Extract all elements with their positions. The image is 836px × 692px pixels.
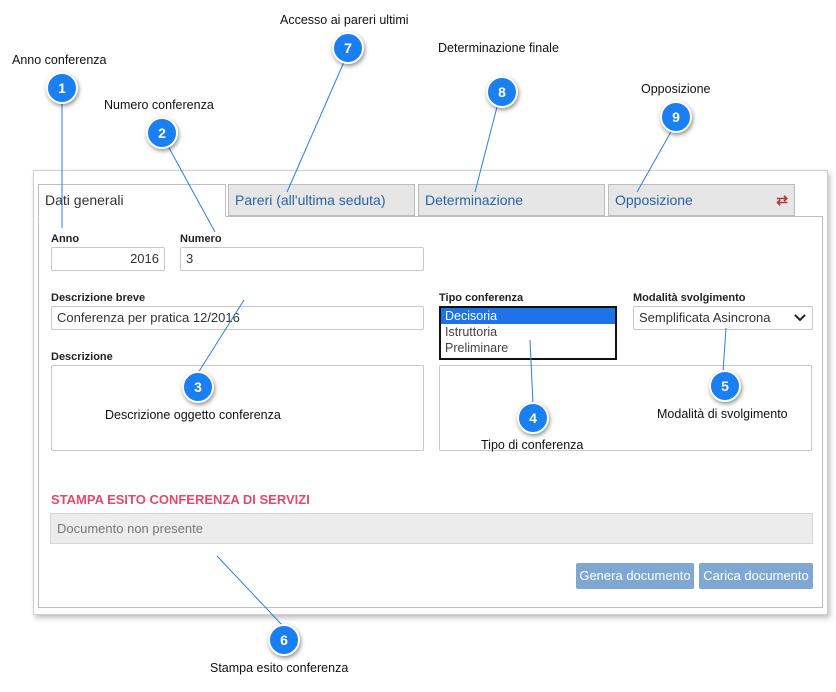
numero-input[interactable]: 3 [180,247,424,271]
callout-label-9: Opposizione [641,82,711,96]
callout-label-8: Determinazione finale [438,41,559,55]
option-decisoria[interactable]: Decisoria [441,308,615,324]
stampa-section-title: STAMPA ESITO CONFERENZA DI SERVIZI [51,492,310,507]
modalita-value: Semplificata Asincrona [639,310,771,325]
callout-badge-2: 2 [146,117,178,149]
callout-badge-8: 8 [486,76,518,108]
carica-documento-button[interactable]: Carica documento [699,563,813,589]
tab-label: Determinazione [425,192,524,208]
option-preliminare[interactable]: Preliminare [445,341,509,355]
callout-label-6: Stampa esito conferenza [210,661,349,675]
secondary-textarea[interactable] [439,365,812,451]
callout-label-4: Tipo di conferenza [481,438,584,452]
callout-label-7: Accesso ai pareri ultimi [280,13,409,27]
descrizione-breve-input[interactable]: Conferenza per pratica 12/2016 [51,306,424,330]
tipo-conferenza-label: Tipo conferenza [439,292,524,304]
callout-badge-3: 3 [182,371,214,403]
tab-pareri[interactable]: Pareri (all'ultima seduta) [228,184,415,216]
numero-label: Numero [180,233,222,245]
document-status: Documento non presente [50,513,813,544]
tipo-conferenza-listbox[interactable]: Decisoria Istruttoria Preliminare [439,306,617,360]
descrizione-breve-label: Descrizione breve [51,292,146,304]
option-istruttoria[interactable]: Istruttoria [445,325,498,339]
callout-badge-7: 7 [332,32,364,64]
modalita-label: Modalità svolgimento [633,292,746,304]
callout-badge-6: 6 [268,624,300,656]
anno-label: Anno [51,233,80,245]
swap-arrows-icon[interactable]: ⇄ [776,192,788,208]
tab-determinazione[interactable]: Determinazione [418,184,605,216]
callout-label-1: Anno conferenza [12,53,107,67]
tab-label: Pareri (all'ultima seduta) [235,192,386,208]
chevron-down-icon [794,307,806,336]
callout-badge-4: 4 [517,402,549,434]
descrizione-label: Descrizione [51,351,113,363]
tab-label: Dati generali [45,192,124,208]
callout-label-2: Numero conferenza [104,98,214,112]
callout-badge-1: 1 [46,72,78,104]
anno-input[interactable]: 2016 [51,247,165,271]
genera-documento-button[interactable]: Genera documento [576,563,694,589]
tab-label: Opposizione [615,192,693,208]
tab-content-dati-generali: Anno 2016 Numero 3 Descrizione breve Con… [38,216,823,608]
callout-badge-5: 5 [709,370,741,402]
modalita-select[interactable]: Semplificata Asincrona [633,306,813,330]
callout-label-5: Modalità di svolgimento [657,407,788,421]
callout-label-3: Descrizione oggetto conferenza [105,408,281,422]
tab-dati-generali[interactable]: Dati generali [38,184,226,217]
tab-opposizione[interactable]: Opposizione ⇄ [608,184,795,216]
callout-badge-9: 9 [660,101,692,133]
conference-panel: Dati generali Pareri (all'ultima seduta)… [33,170,828,615]
